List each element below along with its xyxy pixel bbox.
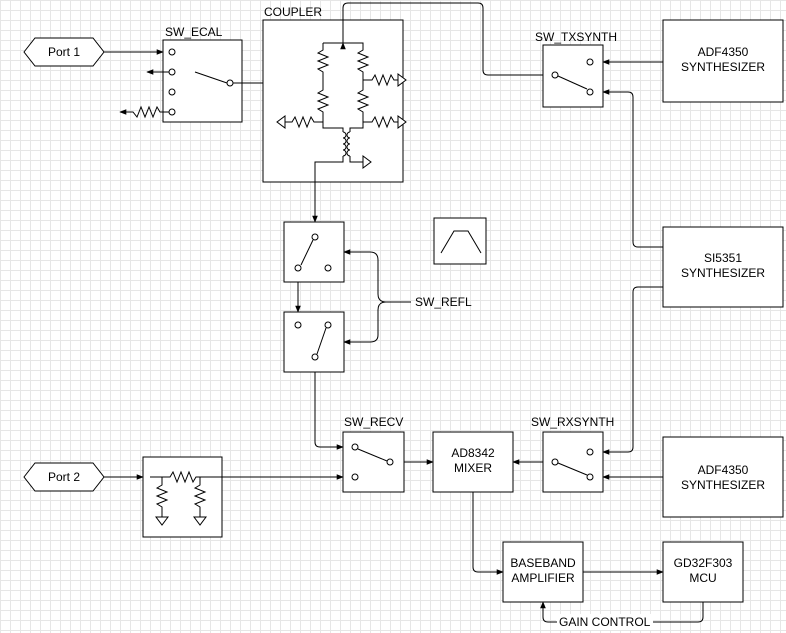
sw-rxsynth-label: SW_RXSYNTH [531,415,614,429]
adf-bot-line2: SYNTHESIZER [681,478,765,492]
adf4350-bottom-block: ADF4350 SYNTHESIZER [662,436,784,518]
wire-refl-control-1 [343,249,411,303]
port-1-label: Port 1 [48,45,80,59]
adf-bot-line1: ADF4350 [698,463,749,477]
sw-refl-switch-1 [283,221,345,283]
ground-icon [397,115,407,129]
mixer-line1: AD8342 [451,446,495,460]
bandpass-filter-icon [433,217,487,265]
ground-icon [193,516,207,526]
attenuator-block [142,456,223,538]
wire-refl2-recv [314,372,344,450]
mcu-block: GD32F303 MCU [662,541,744,603]
bb-line1: BASEBAND [510,556,576,570]
adf4350-top-block: ADF4350 SYNTHESIZER [662,19,784,103]
wire-mixer-baseband [472,492,504,575]
bb-line2: AMPLIFIER [511,571,575,585]
port-2: Port 2 [23,462,105,492]
sw-refl-switch-2 [283,311,345,373]
sw-rxsynth-switch: SW_RXSYNTH [531,415,614,493]
si5351-block: SI5351 SYNTHESIZER [662,226,784,308]
sw-txsynth-switch: SW_TXSYNTH [535,30,617,108]
mixer-line2: MIXER [454,461,492,475]
sw-txsynth-label: SW_TXSYNTH [535,30,617,44]
wire-si-txsynth [602,89,663,248]
wire-gain-baseband [540,601,557,623]
wire-si-rxsynth [602,286,663,455]
coupler-label: COUPLER [264,5,322,19]
sw-ecal-label: SW_ECAL [165,25,223,39]
transformer-coil-icon [342,131,347,157]
sw-recv-switch: SW_RECV [342,415,405,493]
ground-icon [362,155,372,169]
si-line1: SI5351 [704,251,742,265]
ground-icon [276,115,286,129]
sw-refl-label: SW_REFL [415,295,472,309]
mixer-block: AD8342 MIXER [432,431,514,493]
sw-ecal-switch: SW_ECAL [119,25,243,123]
ground-icon [397,73,407,87]
wire-refl-control-2 [343,301,387,345]
coupler: COUPLER [262,5,407,183]
sw-recv-label: SW_RECV [344,415,403,429]
adf-top-line1: ADF4350 [698,45,749,59]
baseband-amplifier-block: BASEBAND AMPLIFIER [502,541,584,603]
terminator-resistor-icon [119,105,169,119]
port-2-label: Port 2 [48,470,80,484]
gain-control-label: GAIN CONTROL [559,615,651,629]
mcu-line2: MCU [689,571,716,585]
wire-mcu-gain [653,602,704,623]
port-1: Port 1 [23,37,105,67]
wire-txsynth-coupler [340,2,543,76]
si-line2: SYNTHESIZER [681,266,765,280]
adf-top-line2: SYNTHESIZER [681,60,765,74]
mcu-line1: GD32F303 [674,556,733,570]
ground-icon [155,516,169,526]
